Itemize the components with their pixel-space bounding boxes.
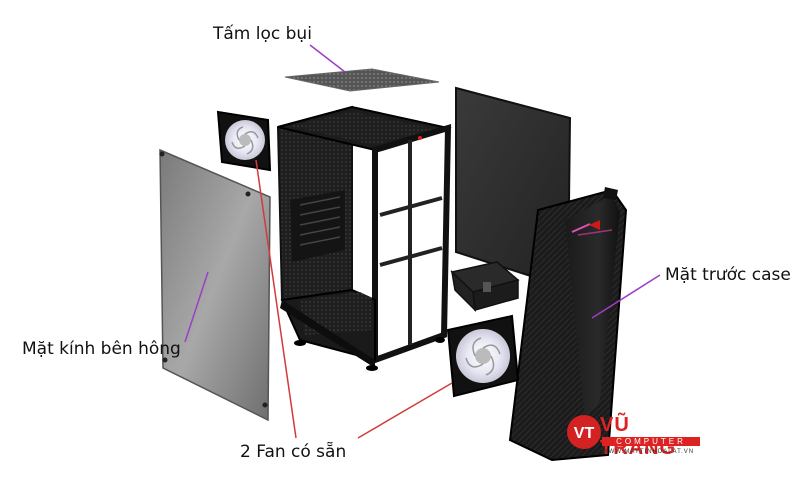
dust-filter: [284, 68, 440, 92]
side-glass-panel: [159, 148, 271, 422]
front-panel: [508, 187, 628, 462]
front-panel-label: Mặt trước case: [665, 265, 791, 285]
fans-label: 2 Fan có sẵn: [240, 442, 347, 462]
front-panel-leader: [591, 274, 661, 319]
svg-text:VT: VT: [574, 425, 595, 442]
side-glass-leader: [184, 271, 209, 343]
dust-filter-leader: [309, 44, 346, 73]
case-chassis: [276, 105, 452, 371]
fan-leader-bottom: [357, 382, 453, 439]
watermark-sub: COMPUTER: [602, 437, 700, 446]
dust-filter-label: Tấm lọc bụi: [213, 24, 312, 44]
watermark-url: WWW.MAYTINHDALAT.VN: [602, 449, 695, 455]
watermark-logo: VŨ TRANG COMPUTER WWW.MAYTINHDALAT.VN: [566, 412, 706, 466]
fan-leader-top: [255, 159, 297, 439]
watermark-emblem: VT: [567, 415, 601, 449]
side-glass-label: Mặt kính bên hông: [22, 339, 181, 359]
drive-cage: [450, 261, 520, 313]
leader-lines: [184, 44, 661, 439]
bottom-fan: [446, 314, 520, 398]
top-fan: [216, 110, 272, 172]
